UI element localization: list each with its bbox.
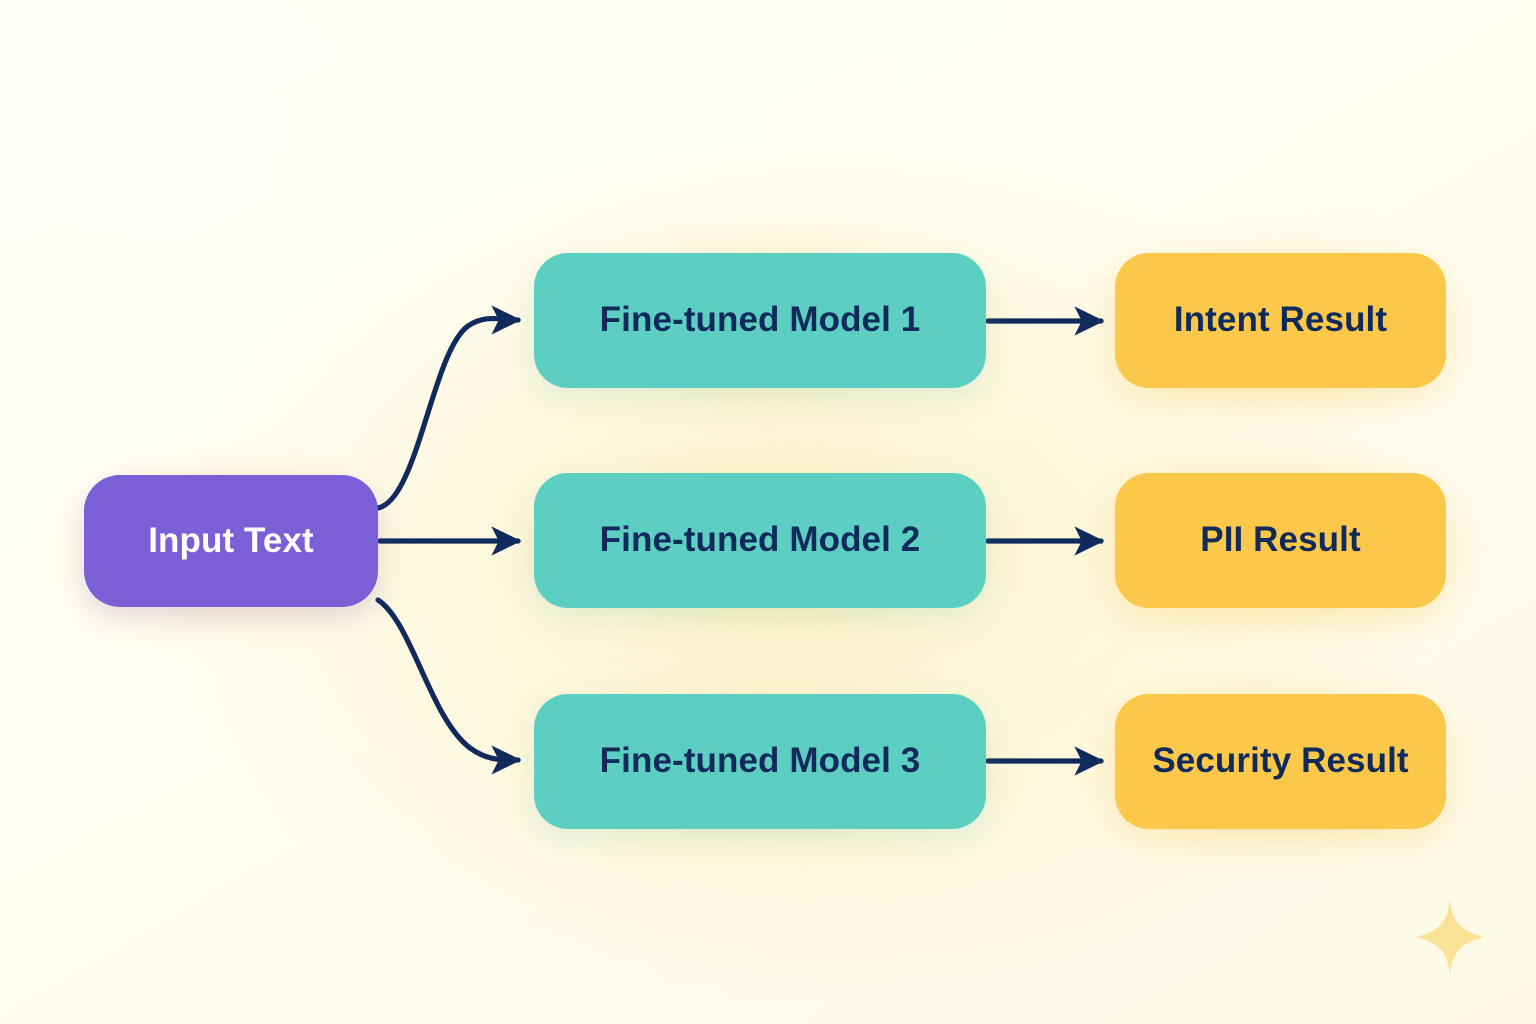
node-fine-tuned-model-3[interactable]: Fine-tuned Model 3	[534, 694, 986, 829]
edge-input-to-model-1	[375, 305, 522, 511]
node-fine-tuned-model-3-label: Fine-tuned Model 3	[599, 741, 921, 781]
node-input-text-label: Input Text	[148, 520, 314, 560]
node-pii-result-label: PII Result	[1200, 520, 1361, 560]
node-security-result[interactable]: Security Result	[1115, 694, 1446, 829]
node-intent-result-label: Intent Result	[1173, 300, 1388, 340]
node-input-text[interactable]: Input Text	[84, 475, 378, 607]
node-intent-result[interactable]: Intent Result	[1115, 253, 1446, 388]
sparkle-icon	[1416, 898, 1484, 976]
node-pii-result[interactable]: PII Result	[1115, 473, 1446, 608]
node-security-result-label: Security Result	[1152, 741, 1409, 781]
node-fine-tuned-model-2-label: Fine-tuned Model 2	[599, 520, 921, 560]
edge-input-to-model-3	[375, 597, 522, 775]
node-fine-tuned-model-1[interactable]: Fine-tuned Model 1	[534, 253, 986, 388]
node-fine-tuned-model-2[interactable]: Fine-tuned Model 2	[534, 473, 986, 608]
node-fine-tuned-model-1-label: Fine-tuned Model 1	[599, 300, 921, 340]
